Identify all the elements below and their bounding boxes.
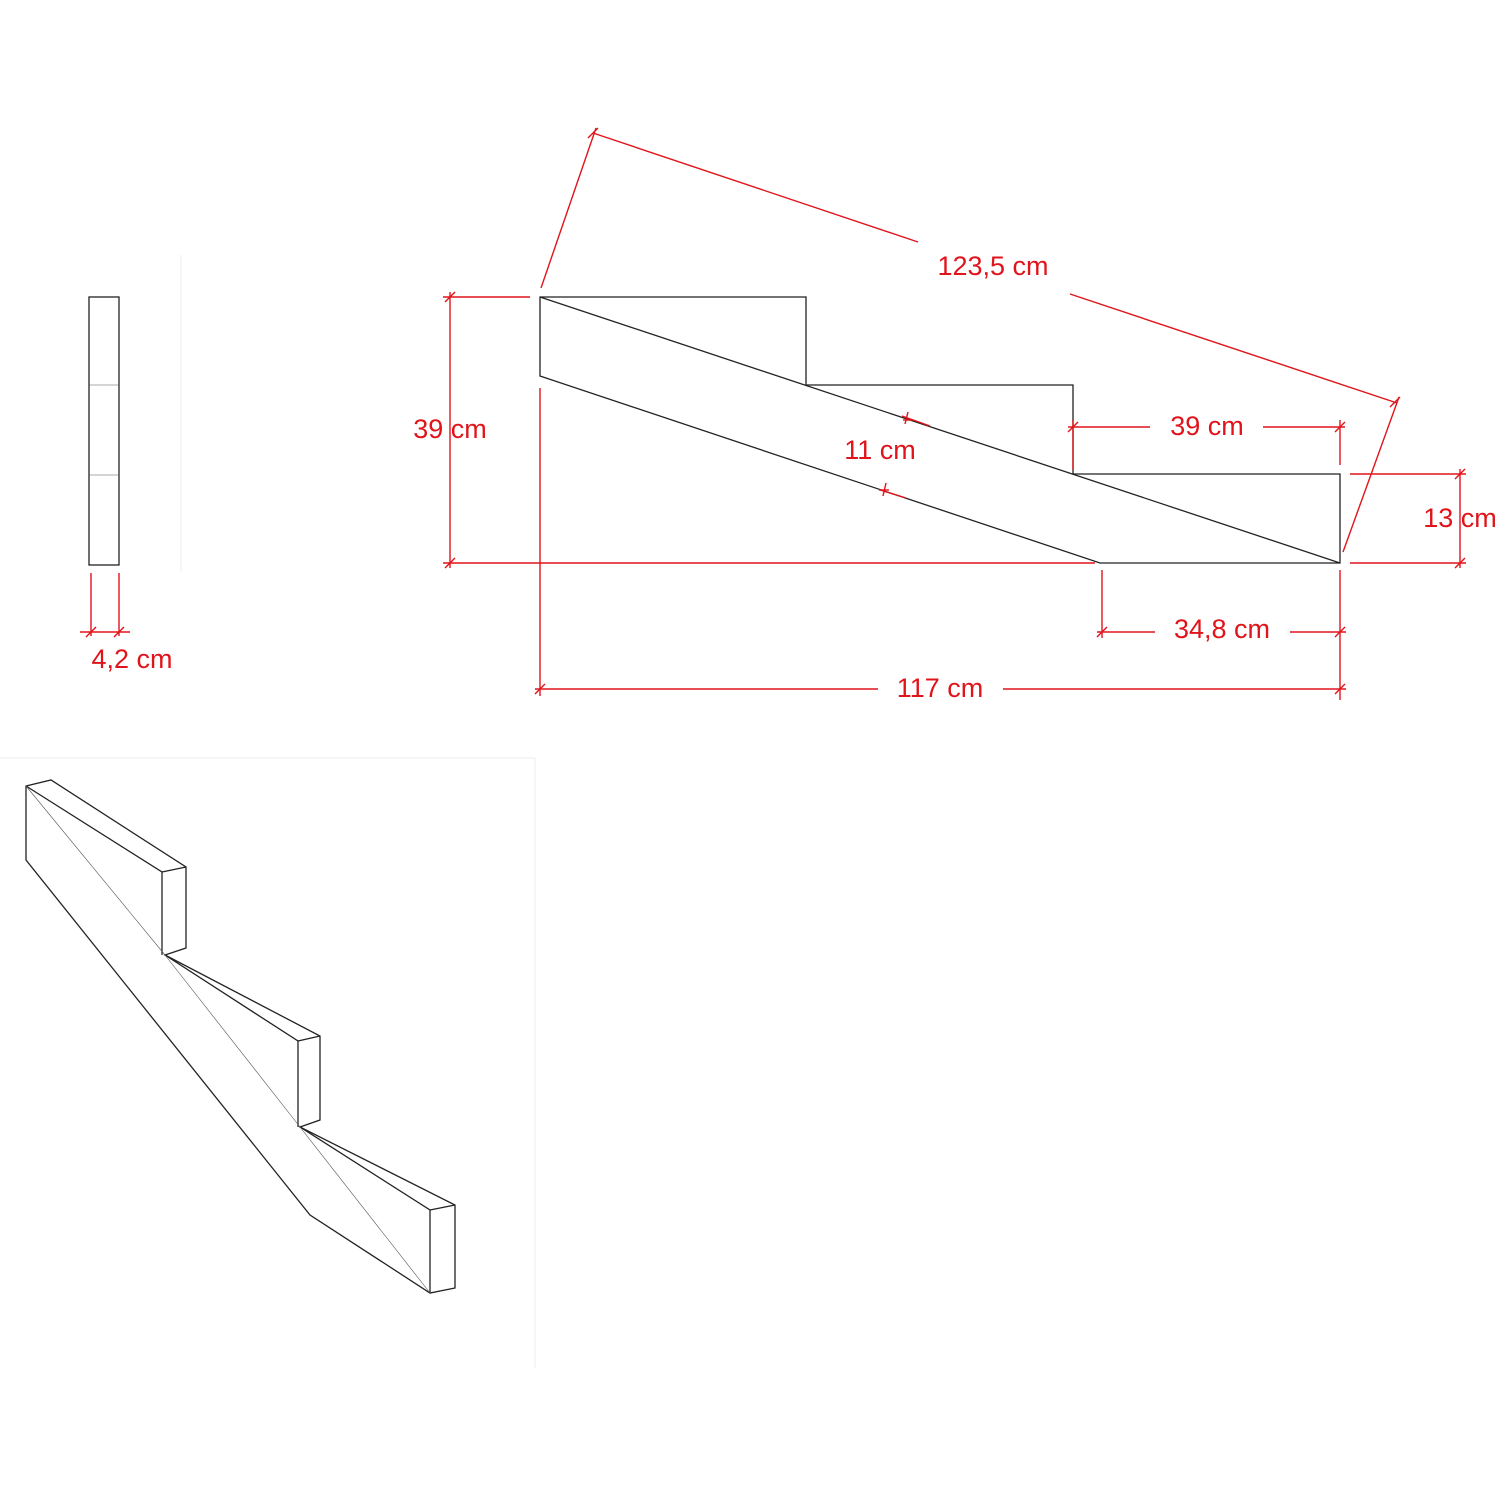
stringer-outline xyxy=(539,296,1341,564)
riser-dimension xyxy=(1350,468,1466,569)
bottom-cut-dimension xyxy=(1096,570,1346,700)
side-board xyxy=(88,296,120,566)
thickness-dimension xyxy=(80,573,130,638)
tread-dimension xyxy=(1067,420,1346,470)
depth-label: 11 cm xyxy=(844,435,916,465)
length-label: 123,5 cm xyxy=(937,251,1048,281)
thickness-label: 4,2 cm xyxy=(91,644,172,674)
run-dimension xyxy=(534,388,1346,696)
bottom-cut-label: 34,8 cm xyxy=(1174,614,1270,644)
isometric-stringer xyxy=(25,779,456,1294)
tread-label: 39 cm xyxy=(1170,411,1244,441)
isometric-view xyxy=(0,757,536,1368)
run-label: 117 cm xyxy=(897,673,984,703)
side-view: 4,2 cm xyxy=(80,255,182,674)
elevation-view: 123,5 cm 39 cm 11 cm 39 cm xyxy=(413,127,1497,703)
height-dimension xyxy=(443,291,1095,569)
depth-dimension xyxy=(879,411,931,499)
height-label: 39 cm xyxy=(413,414,487,444)
riser-label: 13 cm xyxy=(1423,503,1497,533)
